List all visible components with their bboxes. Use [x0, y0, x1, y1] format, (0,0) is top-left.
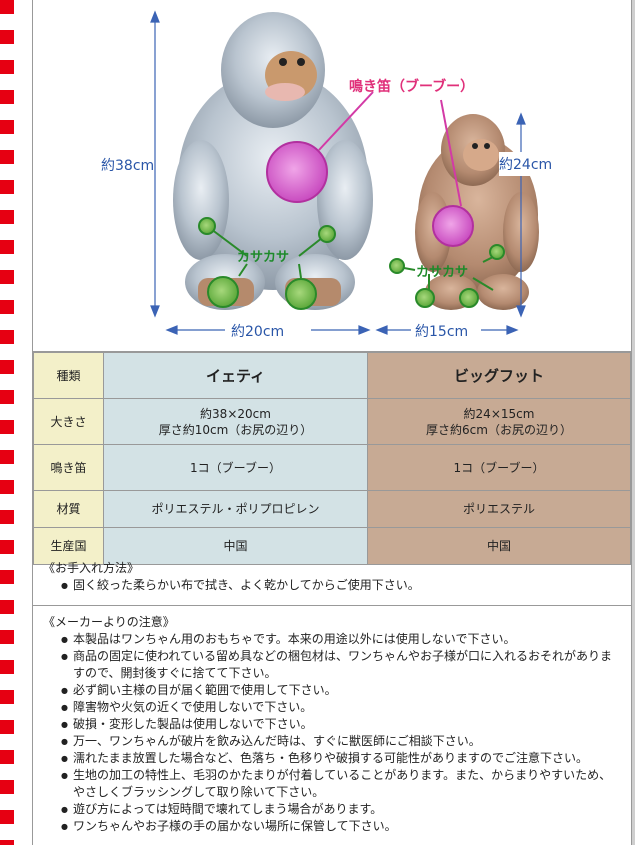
list-item: 必ず飼い主様の目が届く範囲で使用して下さい。: [61, 682, 623, 699]
table-row-size: 大きさ 約38×20cm 厚さ約10cm（お尻の辺り） 約24×15cm 厚さ約…: [33, 398, 631, 445]
yeti-width-label: 約20cm: [231, 324, 285, 340]
bigfoot-material: ポリエステル: [367, 490, 631, 528]
bigfoot-width-label: 約15cm: [415, 324, 469, 340]
list-item: 濡れたまま放置した場合など、色落ち・色移りや破損する可能性がありますのでご注意下…: [61, 750, 623, 767]
bigfoot-size-dimensions: 約24×15cm: [463, 406, 535, 421]
notice-section: 《メーカーよりの注意》 本製品はワンちゃん用のおもちゃです。本来の用途以外には使…: [33, 606, 631, 845]
bigfoot-size: 約24×15cm 厚さ約6cm（お尻の辺り）: [367, 398, 631, 445]
list-item: 固く絞った柔らかい布で拭き、よく乾かしてからご使用下さい。: [61, 577, 623, 594]
row-label-type: 種類: [33, 352, 104, 399]
bigfoot-name: ビッグフット: [367, 352, 631, 399]
list-item: 破損・変形した製品は使用しないで下さい。: [61, 716, 623, 733]
bigfoot-height-label: 約24cm: [499, 152, 553, 176]
product-illustration: 約38cm 約20cm 約24cm 約15cm 鳴き笛（ブーブー） カサカサ カ…: [33, 0, 631, 352]
row-label-material: 材質: [33, 490, 104, 528]
spec-table: 種類 イェティ ビッグフット 大きさ 約38×20cm 厚さ約10cm（お尻の辺…: [33, 352, 631, 565]
row-label-size: 大きさ: [33, 398, 104, 445]
perforation-edge: [0, 0, 14, 845]
illustration-drawing: [150, 10, 539, 335]
list-item: 万一、ワンちゃんが破片を飲み込んだ時は、すぐに獣医師にご相談下さい。: [61, 733, 623, 750]
care-title: 《お手入れ方法》: [43, 561, 140, 575]
table-row-type: 種類 イェティ ビッグフット: [33, 352, 631, 399]
table-row-whistle: 鳴き笛 1コ（ブーブー） 1コ（ブーブー）: [33, 444, 631, 491]
product-sheet: 約38cm 約20cm 約24cm 約15cm 鳴き笛（ブーブー） カサカサ カ…: [32, 0, 632, 845]
row-label-whistle: 鳴き笛: [33, 444, 104, 491]
right-edge: [632, 0, 635, 845]
list-item: 生地の加工の特性上、毛羽のかたまりが付着していることがあります。また、からまりや…: [61, 767, 623, 801]
list-item: 遊び方によっては短時間で壊れてしまう場合があります。: [61, 801, 623, 818]
squeaker-label: 鳴き笛（ブーブー）: [349, 79, 475, 95]
bigfoot-origin: 中国: [367, 527, 631, 565]
list-item: 本製品はワンちゃん用のおもちゃです。本来の用途以外には使用しないで下さい。: [61, 631, 623, 648]
yeti-whistle: 1コ（ブーブー）: [103, 444, 368, 491]
notice-list: 本製品はワンちゃん用のおもちゃです。本来の用途以外には使用しないで下さい。 商品…: [33, 631, 631, 835]
yeti-origin: 中国: [103, 527, 368, 565]
table-row-origin: 生産国 中国 中国: [33, 527, 631, 565]
yeti-name: イェティ: [103, 352, 368, 399]
list-item: ワンちゃんやお子様の手の届かない場所に保管して下さい。: [61, 818, 623, 835]
yeti-size-thickness: 厚さ約10cm（お尻の辺り）: [158, 422, 313, 437]
bigfoot-crinkle-label: カサカサ: [416, 265, 469, 280]
bigfoot-whistle: 1コ（ブーブー）: [367, 444, 631, 491]
care-section: 《お手入れ方法》 固く絞った柔らかい布で拭き、よく乾かしてからご使用下さい。: [33, 554, 631, 606]
notice-title: 《メーカーよりの注意》: [43, 615, 175, 629]
care-list: 固く絞った柔らかい布で拭き、よく乾かしてからご使用下さい。: [33, 577, 631, 594]
yeti-crinkle-label: カサカサ: [237, 250, 290, 265]
table-row-material: 材質 ポリエステル・ポリプロピレン ポリエステル: [33, 490, 631, 528]
yeti-height-label: 約38cm: [101, 153, 155, 177]
yeti-size-dimensions: 約38×20cm: [200, 406, 271, 421]
yeti-size: 約38×20cm 厚さ約10cm（お尻の辺り）: [103, 398, 368, 445]
row-label-origin: 生産国: [33, 527, 104, 565]
list-item: 障害物や火気の近くで使用しないで下さい。: [61, 699, 623, 716]
yeti-material: ポリエステル・ポリプロピレン: [103, 490, 368, 528]
bigfoot-size-thickness: 厚さ約6cm（お尻の辺り）: [426, 422, 572, 437]
list-item: 商品の固定に使われている留め具などの梱包材は、ワンちゃんやお子様が口に入れるおそ…: [61, 648, 623, 682]
